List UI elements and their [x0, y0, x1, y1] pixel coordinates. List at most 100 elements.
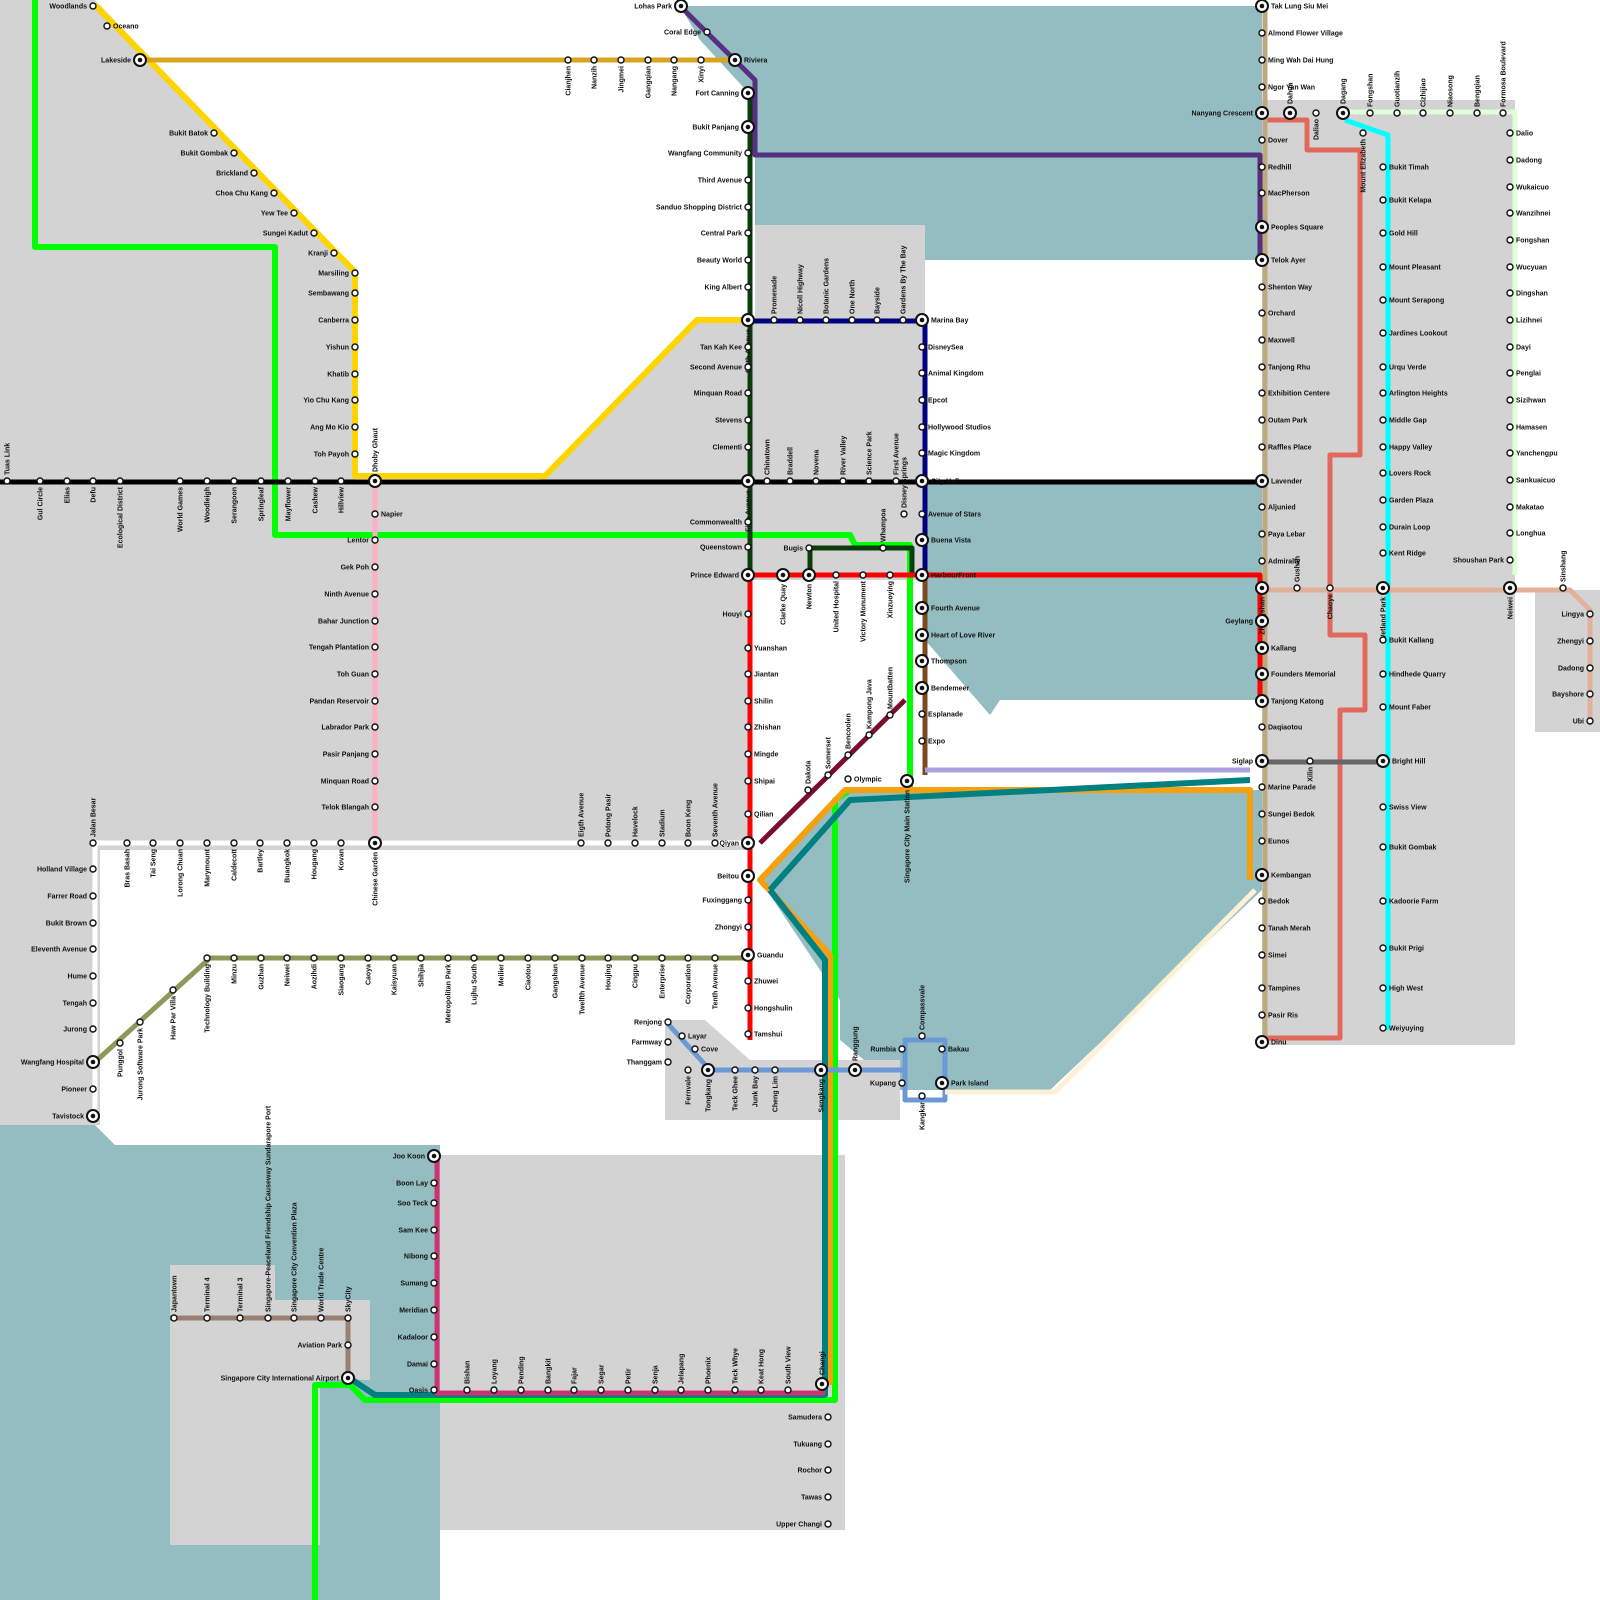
- station-marker[interactable]: [1379, 549, 1387, 557]
- station-marker[interactable]: [1258, 503, 1266, 511]
- station[interactable]: Toh Guan: [337, 670, 379, 679]
- station-marker[interactable]: [524, 954, 532, 962]
- station[interactable]: Formosa Boulevard: [1499, 41, 1508, 117]
- station-marker[interactable]: [1506, 476, 1514, 484]
- station[interactable]: Garden Plaza: [1379, 496, 1433, 505]
- station-marker[interactable]: [89, 999, 97, 1007]
- station[interactable]: Ming Wah Dai Hung: [1258, 56, 1333, 65]
- station-marker[interactable]: [744, 923, 752, 931]
- station[interactable]: Mayflower: [284, 477, 293, 521]
- station[interactable]: Lorong Chuan: [176, 839, 185, 897]
- station[interactable]: Makatao: [1506, 503, 1544, 512]
- station-marker[interactable]: [670, 56, 678, 64]
- station[interactable]: Marina Bay: [915, 313, 968, 327]
- station[interactable]: Renjong: [634, 1018, 672, 1027]
- station[interactable]: Minquan Road: [694, 389, 752, 398]
- station-marker[interactable]: [1258, 1011, 1266, 1019]
- station[interactable]: Mount Faber: [1379, 703, 1431, 712]
- station-marker[interactable]: [1473, 109, 1481, 117]
- station[interactable]: Tongkang: [701, 1063, 715, 1112]
- station-marker[interactable]: [763, 477, 771, 485]
- station-marker[interactable]: [744, 176, 752, 184]
- station[interactable]: Mountbatten: [886, 667, 895, 719]
- station[interactable]: Elias: [63, 477, 72, 503]
- station[interactable]: Toh Payoh: [314, 450, 359, 459]
- station-marker[interactable]: [651, 1386, 659, 1394]
- station[interactable]: Twelfth Avenue: [578, 954, 587, 1015]
- station[interactable]: Wanzihnei: [1506, 209, 1550, 218]
- station[interactable]: Avenue of Stars: [918, 510, 981, 519]
- station-marker[interactable]: [879, 544, 887, 552]
- station-marker[interactable]: [744, 149, 752, 157]
- station[interactable]: Ninth Avenue: [324, 590, 379, 599]
- station[interactable]: Technology Building: [203, 954, 212, 1033]
- station-marker[interactable]: [1258, 283, 1266, 291]
- station-marker[interactable]: [89, 2, 97, 10]
- station-marker[interactable]: [1258, 924, 1266, 932]
- station-marker[interactable]: [351, 316, 359, 324]
- station-marker[interactable]: [1258, 530, 1266, 538]
- station[interactable]: Aviation Park: [298, 1341, 352, 1350]
- station-marker[interactable]: [430, 1226, 438, 1234]
- station-marker[interactable]: [351, 343, 359, 351]
- station[interactable]: Penglai: [1506, 369, 1541, 378]
- station-marker[interactable]: [1379, 944, 1387, 952]
- station-marker[interactable]: [103, 22, 111, 30]
- station-marker[interactable]: [744, 283, 752, 291]
- station[interactable]: Botanic Gardens: [822, 258, 831, 324]
- station[interactable]: Simei: [1258, 951, 1287, 960]
- station[interactable]: Epcot: [918, 396, 948, 405]
- station[interactable]: Gushan: [1293, 556, 1302, 592]
- station-marker[interactable]: [899, 316, 907, 324]
- station[interactable]: Wangfang Hospital: [21, 1055, 100, 1069]
- station[interactable]: Rumbia: [870, 1045, 906, 1054]
- station-marker[interactable]: [1506, 449, 1514, 457]
- station-marker[interactable]: [371, 670, 379, 678]
- station-marker[interactable]: [1258, 83, 1266, 91]
- station-marker[interactable]: [918, 510, 926, 518]
- station-marker[interactable]: [310, 229, 318, 237]
- station-marker[interactable]: [351, 370, 359, 378]
- station[interactable]: MacPherson: [1258, 189, 1310, 198]
- station-marker[interactable]: [886, 571, 894, 579]
- station[interactable]: Weiyuying: [1379, 1024, 1424, 1033]
- station-marker[interactable]: [89, 1085, 97, 1093]
- station-marker[interactable]: [590, 56, 598, 64]
- station-marker[interactable]: [744, 896, 752, 904]
- station-marker[interactable]: [1258, 557, 1266, 565]
- station-marker[interactable]: [116, 477, 124, 485]
- station-marker[interactable]: [284, 477, 292, 485]
- station-marker[interactable]: [1379, 897, 1387, 905]
- station-marker[interactable]: [744, 363, 752, 371]
- station-marker[interactable]: [351, 289, 359, 297]
- station[interactable]: Singapore City Main Station: [900, 774, 914, 883]
- station[interactable]: King Albert: [705, 283, 752, 292]
- station-marker[interactable]: [1506, 343, 1514, 351]
- station-marker[interactable]: [1258, 389, 1266, 397]
- station-marker[interactable]: [1586, 690, 1594, 698]
- station-marker[interactable]: [337, 839, 345, 847]
- station[interactable]: One North: [848, 280, 857, 324]
- station[interactable]: Qiyan: [720, 836, 755, 850]
- station[interactable]: Dagang: [1336, 78, 1350, 120]
- station[interactable]: Prince Edward: [690, 568, 755, 582]
- station[interactable]: Ngor Yan Wan: [1258, 83, 1315, 92]
- station-marker[interactable]: [1506, 129, 1514, 137]
- station-marker[interactable]: [859, 571, 867, 579]
- station-marker[interactable]: [89, 892, 97, 900]
- station[interactable]: Geylang: [1225, 614, 1269, 628]
- station-marker[interactable]: [317, 1314, 325, 1322]
- station[interactable]: Sungei Kadut: [263, 229, 318, 238]
- station-marker[interactable]: [1258, 810, 1266, 818]
- station[interactable]: Bayside: [873, 287, 882, 324]
- station-marker[interactable]: [1379, 263, 1387, 271]
- station[interactable]: Novena: [812, 450, 821, 485]
- station-marker[interactable]: [677, 1386, 685, 1394]
- station[interactable]: Xinzuoying: [886, 571, 895, 618]
- station[interactable]: Mingde: [744, 750, 779, 759]
- station[interactable]: Shenton Way: [1258, 283, 1312, 292]
- station[interactable]: Fongshan: [1366, 74, 1375, 117]
- station[interactable]: Lizihnei: [1506, 316, 1542, 325]
- station-marker[interactable]: [371, 697, 379, 705]
- station[interactable]: Outam Park: [1258, 416, 1307, 425]
